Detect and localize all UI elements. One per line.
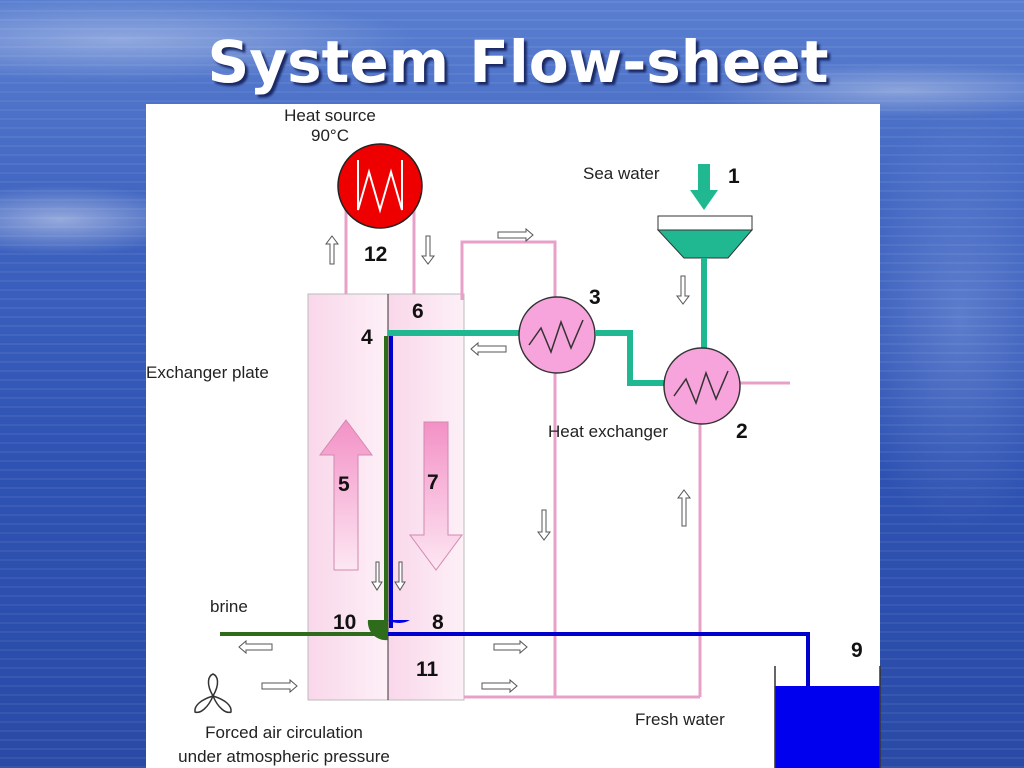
air-out-right-arrow-icon xyxy=(481,678,518,694)
heat-source-temp: 90°C xyxy=(311,126,349,145)
fresh-water-label: Fresh water xyxy=(635,710,725,729)
drip-down-arrow-2-icon xyxy=(394,561,406,591)
node-number-10: 10 xyxy=(333,611,356,634)
node-number-8: 8 xyxy=(432,611,444,634)
sea-water-label: Sea water xyxy=(583,164,660,183)
pipe-left-arrow-icon xyxy=(470,341,507,357)
fan-icon xyxy=(194,673,232,714)
pipe-right-arrow-icon xyxy=(497,227,534,243)
exchanger-plate-label: Exchanger plate xyxy=(146,363,269,382)
forced-air-label: Forced air circulation xyxy=(205,723,363,742)
sea-water-inlet-arrow xyxy=(690,164,718,210)
brine-label: brine xyxy=(210,597,248,616)
rising-air-arrow xyxy=(319,419,373,571)
heat-source-icon xyxy=(337,143,423,229)
brine-left-arrow-icon xyxy=(238,639,273,655)
heat-up-arrow-icon xyxy=(325,235,339,265)
node-number-9: 9 xyxy=(851,639,863,662)
condensate-down-arrow-icon xyxy=(537,509,551,541)
heat-down-arrow-icon xyxy=(421,235,435,265)
node-number-1: 1 xyxy=(728,165,740,188)
node-number-2: 2 xyxy=(736,420,748,443)
node-number-7: 7 xyxy=(427,471,439,494)
node-number-12: 12 xyxy=(364,243,387,266)
fresh-up-arrow-icon xyxy=(677,489,691,527)
air-in-right-arrow-icon xyxy=(261,678,298,694)
diagram-panel xyxy=(146,104,880,768)
drip-down-arrow-icon xyxy=(371,561,383,591)
falling-air-arrow xyxy=(409,421,463,571)
node-number-3: 3 xyxy=(589,286,601,309)
node-number-5: 5 xyxy=(338,473,350,496)
sea-down-arrow-icon xyxy=(676,275,690,305)
fresh-right-arrow-icon xyxy=(493,639,528,655)
heat-exchanger-label: Heat exchanger xyxy=(548,422,668,441)
node-number-4: 4 xyxy=(361,326,373,349)
heat-source-label: Heat source xyxy=(284,106,376,125)
slide-title: System Flow-sheet xyxy=(207,28,829,96)
node-number-11: 11 xyxy=(416,658,439,681)
fresh-water-tank xyxy=(775,686,880,768)
forced-air-label-2: under atmospheric pressure xyxy=(178,747,390,766)
node-number-6: 6 xyxy=(412,300,424,323)
sea-water-funnel xyxy=(657,215,753,231)
